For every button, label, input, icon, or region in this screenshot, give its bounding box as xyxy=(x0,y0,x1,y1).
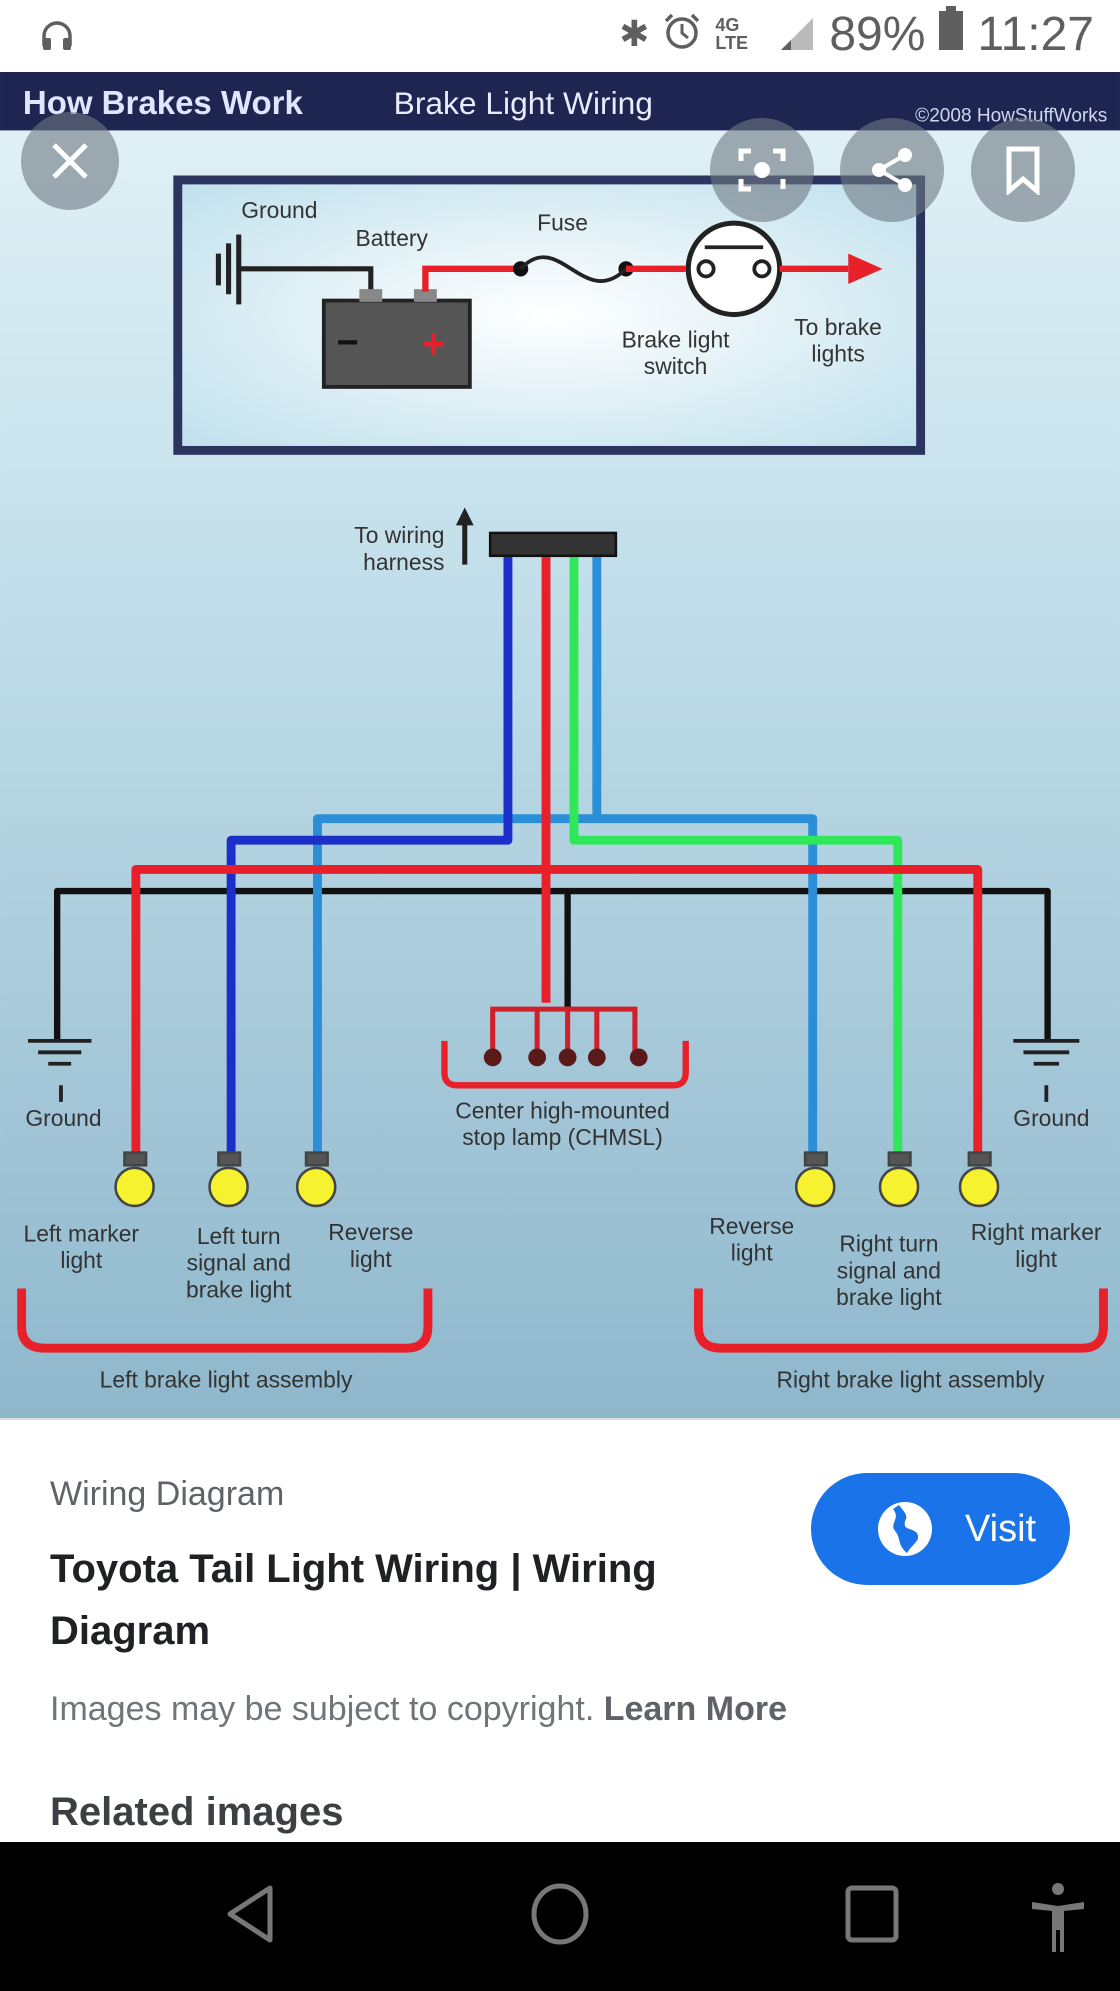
image-viewer[interactable]: How Brakes Work Brake Light Wiring ©2008… xyxy=(0,72,1120,1418)
bluetooth-icon: ✱ xyxy=(619,13,650,54)
learn-more-link[interactable]: Learn More xyxy=(603,1690,787,1728)
copyright-notice: Images may be subject to copyright. Lear… xyxy=(50,1690,787,1729)
signal-icon xyxy=(779,7,815,62)
related-images-heading: Related images xyxy=(50,1790,344,1834)
ground-symbol-top xyxy=(215,234,374,305)
copyright-text: Images may be subject to copyright. xyxy=(50,1690,595,1728)
save-button[interactable] xyxy=(971,118,1075,222)
label-battery: Battery xyxy=(356,225,429,251)
image-info-panel: Wiring Diagram Toyota Tail Light Wiring … xyxy=(0,1418,1120,1844)
svg-text:−: − xyxy=(337,322,359,364)
source-site[interactable]: Wiring Diagram xyxy=(50,1475,285,1513)
diagram-header xyxy=(0,72,1120,131)
accessibility-icon xyxy=(1032,1883,1084,1952)
copyright-mark: ©2008 HowStuffWorks xyxy=(915,106,1107,127)
share-icon xyxy=(872,148,912,192)
label-ground-right: Ground xyxy=(1013,1105,1089,1131)
close-icon xyxy=(52,143,88,179)
bulb-icon xyxy=(878,1166,920,1208)
lens-icon xyxy=(738,148,786,192)
header-right: Brake Light Wiring xyxy=(394,85,653,121)
brake-wiring-diagram: How Brakes Work Brake Light Wiring ©2008… xyxy=(0,72,1120,1418)
bulb-icon xyxy=(114,1166,155,1208)
ground-symbol-left xyxy=(27,1038,92,1102)
wiring xyxy=(53,555,1051,1158)
svg-text:+: + xyxy=(422,321,446,367)
visit-button[interactable]: Visit xyxy=(811,1473,1070,1585)
battery-percent: 89% xyxy=(829,7,926,61)
bookmark-icon xyxy=(1006,146,1040,195)
accessibility-button[interactable] xyxy=(1030,1882,1086,1957)
back-button[interactable] xyxy=(222,1882,278,1951)
clock: 11:27 xyxy=(977,7,1094,61)
status-bar: ✱ 4G LTE 89% 11:27 xyxy=(0,0,1120,72)
home-icon xyxy=(531,1883,589,1945)
bulb-icon xyxy=(295,1166,337,1208)
share-button[interactable] xyxy=(840,118,944,222)
label-ground-top: Ground xyxy=(241,197,317,223)
arrow-icon xyxy=(848,253,883,285)
bulb-icon xyxy=(958,1166,1000,1208)
close-button[interactable] xyxy=(21,112,119,210)
bulb-icon xyxy=(794,1166,836,1208)
label-right-assembly: Right brake light assembly xyxy=(777,1367,1045,1393)
chmsl-lamps xyxy=(441,1006,689,1089)
network-type: 4G LTE xyxy=(715,15,749,53)
headphones-icon xyxy=(40,20,74,57)
globe-icon xyxy=(878,1502,932,1556)
label-ground-left: Ground xyxy=(25,1105,101,1131)
lens-button[interactable] xyxy=(710,118,814,222)
bulb-icon xyxy=(208,1166,249,1208)
harness-connector xyxy=(488,531,618,558)
brake-switch-icon xyxy=(685,220,783,318)
bulbs xyxy=(114,1151,1000,1208)
battery-icon xyxy=(939,6,964,62)
back-icon xyxy=(227,1885,273,1943)
recents-icon xyxy=(845,1885,899,1943)
ground-symbol-right xyxy=(1013,1038,1080,1102)
brake-circuit-box xyxy=(173,175,926,455)
fuse-icon xyxy=(519,255,628,283)
recents-button[interactable] xyxy=(845,1882,899,1951)
navigation-bar xyxy=(0,1842,1120,1991)
label-fuse: Fuse xyxy=(537,210,588,236)
visit-label: Visit xyxy=(965,1507,1037,1550)
image-title[interactable]: Toyota Tail Light Wiring | Wiring Diagra… xyxy=(50,1547,657,1653)
battery-icon xyxy=(321,298,472,389)
home-button[interactable] xyxy=(530,1882,590,1951)
assembly-brackets xyxy=(17,1288,1108,1353)
alarm-icon xyxy=(663,7,701,62)
label-left-assembly: Left brake light assembly xyxy=(100,1367,353,1393)
